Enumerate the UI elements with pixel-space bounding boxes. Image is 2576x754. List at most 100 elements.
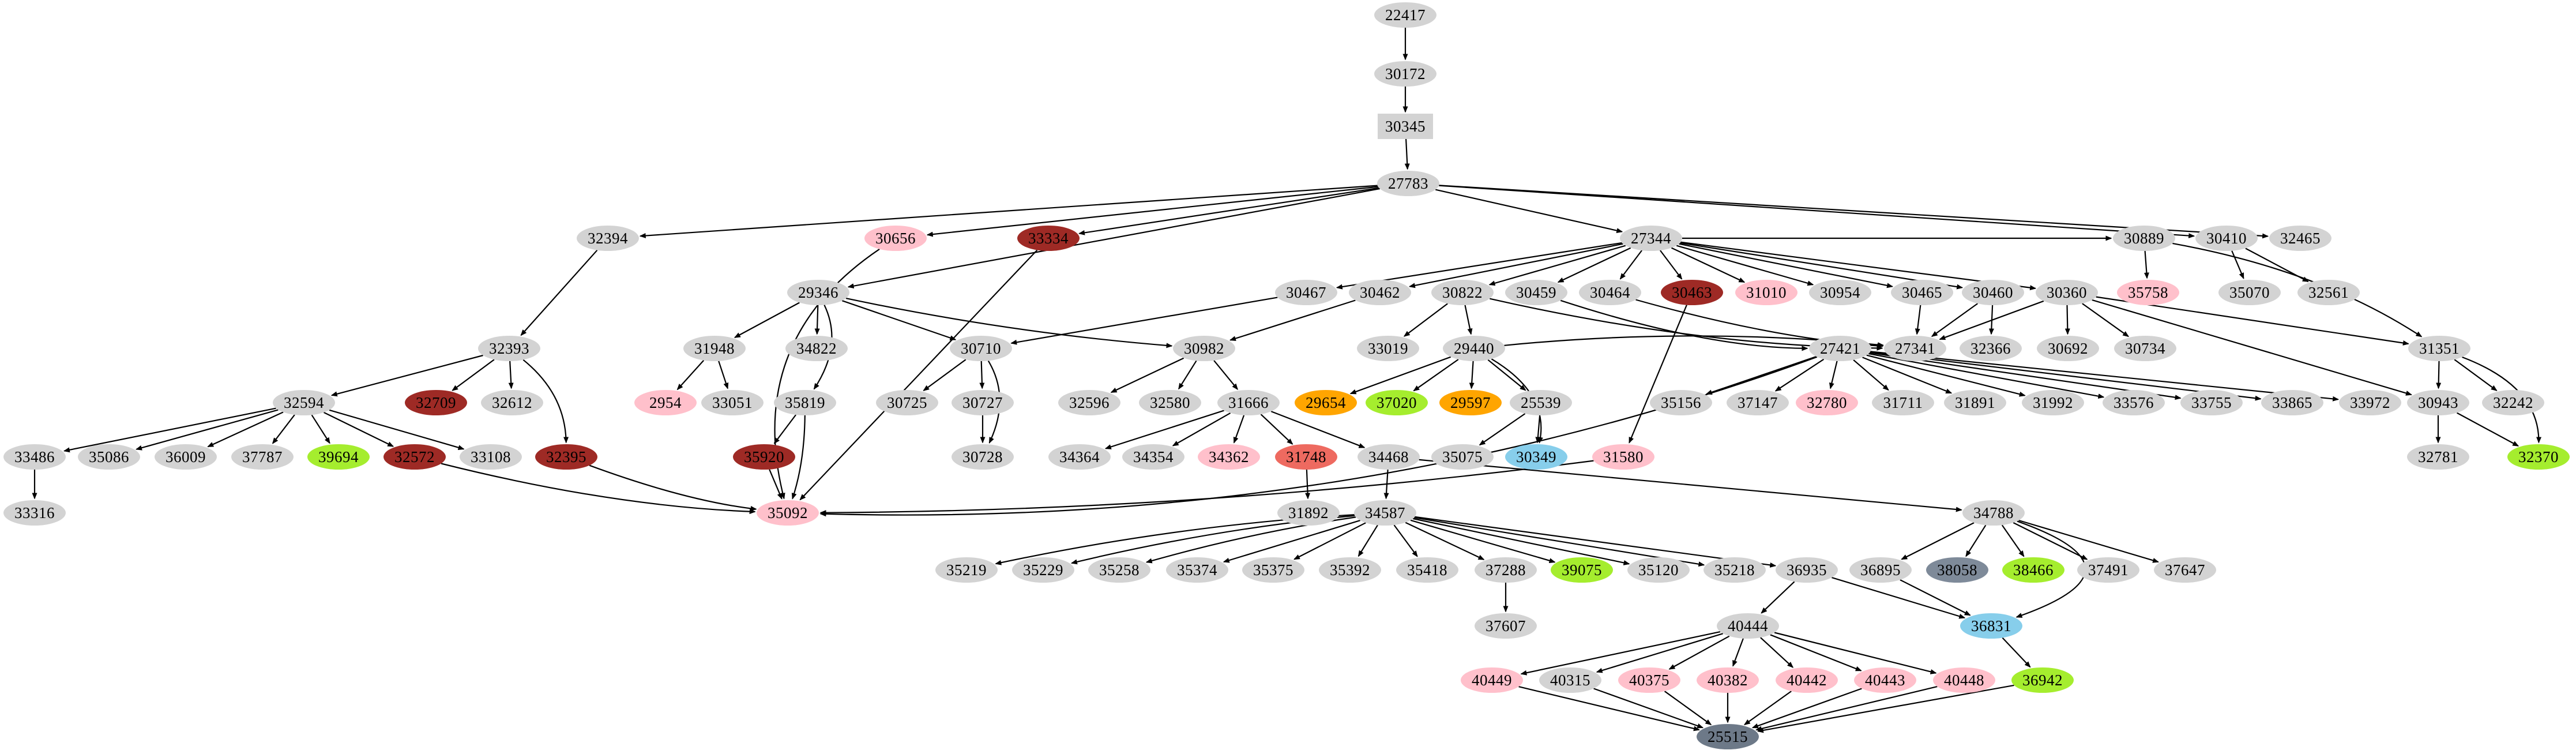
edge-27783-to-29346 [847, 188, 1380, 289]
node-34362: 34362 [1198, 444, 1260, 470]
edge-27344-to-30822 [1488, 245, 1626, 286]
node-30462: 30462 [1349, 280, 1411, 305]
edge-33334-to-35092 [799, 249, 1038, 501]
node-32370: 32370 [2507, 444, 2570, 470]
edge-29440-to-29654 [1349, 356, 1451, 395]
edge-34788-to-37491 [2013, 522, 2088, 560]
node-30460: 30460 [1962, 280, 2024, 305]
node-35070: 35070 [2218, 280, 2281, 305]
edge-30943-to-32370 [2456, 412, 2519, 447]
edge-27783-to-30410 [1439, 185, 2195, 239]
node-30464: 30464 [1579, 280, 1641, 305]
edge-40444-to-40382 [1732, 638, 1744, 667]
node-30459: 30459 [1505, 280, 1567, 305]
edge-29346-to-30710 [841, 300, 957, 340]
node-22417: 22417 [1374, 2, 1436, 28]
edge-30410-to-32561 [2245, 247, 2309, 283]
node-36895: 36895 [1849, 557, 1912, 583]
edge-30345-to-27783 [1404, 138, 1410, 170]
edge-32594-to-33108 [329, 409, 465, 451]
edge-31948-to-33051 [718, 361, 729, 389]
node-38058: 38058 [1926, 557, 1988, 583]
node-35374: 35374 [1166, 557, 1228, 583]
node-30463: 30463 [1661, 280, 1723, 305]
edge-35920-to-35092 [769, 469, 783, 500]
edge-27783-to-27344 [1435, 189, 1623, 233]
edge-32393-to-32612 [508, 361, 514, 389]
edge-35819-to-35092 [791, 415, 806, 500]
edge-30410-to-35070 [2231, 250, 2244, 279]
node-35375: 35375 [1242, 557, 1304, 583]
edge-27421-to-32780 [1829, 361, 1838, 389]
edge-30982-to-32596 [1110, 357, 1184, 393]
edge-30889-to-35758 [2143, 250, 2149, 279]
edge-32393-to-32594 [330, 354, 483, 397]
edge-31580-to-35092 [819, 460, 1594, 516]
edge-32594-to-37787 [272, 414, 295, 444]
node-35120: 35120 [1627, 557, 1690, 583]
node-40315: 40315 [1539, 667, 1601, 693]
node-33108: 33108 [460, 444, 522, 470]
edge-31666-to-34354 [1172, 412, 1231, 447]
edge-30465-to-27341 [1915, 305, 1921, 335]
node-36831: 36831 [1960, 613, 2022, 639]
edge-32594-to-33486 [63, 407, 276, 453]
node-33334: 33334 [1017, 226, 1080, 251]
node-31711: 31711 [1872, 390, 1934, 415]
edge-27344-to-30459 [1557, 247, 1631, 283]
edge-32394-to-32393 [520, 249, 598, 336]
edge-40444-to-40448 [1774, 632, 1937, 674]
edge-30462-to-30982 [1229, 299, 1356, 342]
node-31948: 31948 [683, 336, 746, 361]
edge-32572-to-35092 [441, 463, 756, 515]
node-35086: 35086 [78, 444, 140, 470]
node-31992: 31992 [2022, 390, 2084, 415]
edge-34587-to-35218 [1413, 517, 1705, 567]
node-30710: 30710 [950, 336, 1012, 361]
edge-29346-to-30982 [845, 298, 1173, 348]
node-35218: 35218 [1703, 557, 1766, 583]
node-34468: 34468 [1357, 444, 1420, 470]
edge-34468-to-34788 [1419, 459, 1962, 512]
node-30734: 30734 [2114, 336, 2176, 361]
edge-27783-to-30656 [926, 186, 1378, 237]
edge-27344-to-31010 [1671, 247, 1746, 283]
edge-27421-to-35092 [819, 356, 1818, 517]
node-34354: 34354 [1122, 444, 1184, 470]
edge-29440-to-29597 [1469, 361, 1475, 389]
node-32572: 32572 [383, 444, 446, 470]
node-36935: 36935 [1776, 557, 1838, 583]
node-36942: 36942 [2011, 667, 2074, 693]
edge-34788-to-38058 [1965, 524, 1987, 557]
edge-25539-to-35075 [1479, 413, 1526, 446]
node-27783: 27783 [1377, 171, 1439, 196]
edge-29346-to-31948 [734, 302, 800, 338]
node-33755: 33755 [2180, 390, 2243, 415]
node-32612: 32612 [481, 390, 543, 415]
edge-30360-to-30943 [2092, 299, 2412, 396]
node-31891: 31891 [1944, 390, 2006, 415]
edge-34587-to-35418 [1393, 524, 1418, 557]
node-35418: 35418 [1396, 557, 1458, 583]
node-30889: 30889 [2113, 226, 2175, 251]
edge-34587-to-35375 [1293, 522, 1366, 560]
edge-30360-to-27341 [1939, 300, 2044, 340]
edge-30822-to-29440 [1464, 305, 1473, 335]
edge-40448-to-25515 [1755, 686, 1938, 732]
edge-30982-to-31666 [1213, 360, 1238, 390]
node-34364: 34364 [1048, 444, 1111, 470]
edge-31666-to-34364 [1104, 410, 1224, 449]
node-34822: 34822 [785, 336, 848, 361]
edge-27421-to-33865 [1870, 351, 2262, 401]
edge-27421-to-31711 [1853, 359, 1889, 391]
edge-36942-to-25515 [1757, 684, 2014, 733]
node-35258: 35258 [1088, 557, 1150, 583]
node-36009: 36009 [155, 444, 217, 470]
edge-31666-to-34362 [1233, 415, 1245, 444]
edge-32393-to-32709 [452, 359, 495, 391]
edge-25539-to-30349 [1535, 415, 1541, 444]
edge-30982-to-32580 [1178, 360, 1197, 390]
edge-34587-to-35120 [1412, 517, 1630, 565]
edge-29440-to-25539 [1487, 359, 1526, 391]
